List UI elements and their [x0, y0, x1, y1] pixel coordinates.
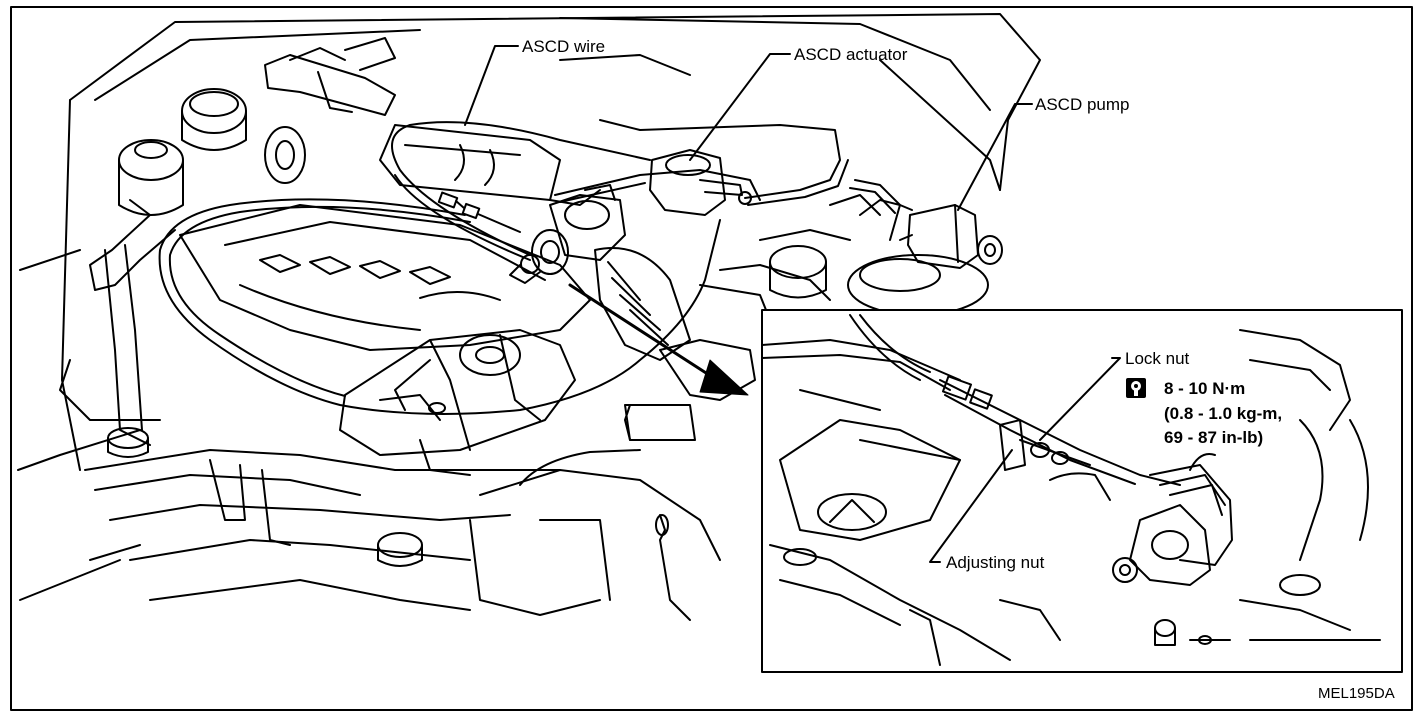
label-ascd-pump: ASCD pump: [1035, 95, 1130, 114]
figure-code: MEL195DA: [1318, 685, 1395, 702]
outer-frame: [10, 6, 1413, 711]
inset-detail: [761, 309, 1403, 673]
label-ascd-actuator: ASCD actuator: [794, 45, 908, 64]
torque-value-inlb: 69 - 87 in-lb): [1162, 428, 1266, 447]
label-ascd-wire: ASCD wire: [522, 37, 606, 56]
torque-value-kgm: (0.8 - 1.0 kg-m,: [1162, 404, 1285, 423]
engine-bay-drawing: [17, 13, 1041, 621]
torque-value-nm: 8 - 10 N·m: [1162, 379, 1248, 398]
label-lock-nut: Lock nut: [1123, 349, 1192, 368]
inset-frame: [761, 309, 1403, 673]
torque-wrench-icon: [1126, 378, 1146, 398]
label-adjusting-nut: Adjusting nut: [944, 553, 1047, 572]
leader-lines: [464, 45, 1033, 211]
